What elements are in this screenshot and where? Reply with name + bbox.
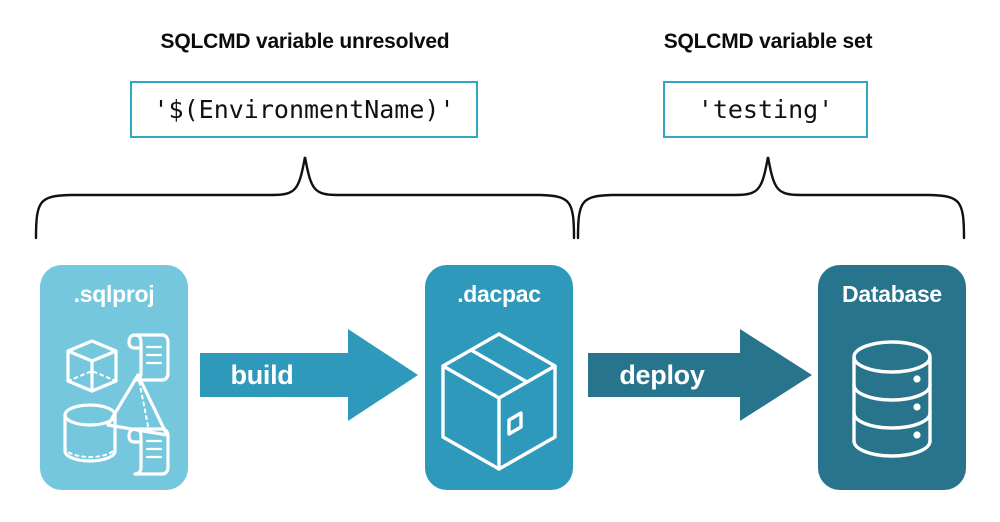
arrow-build: build	[200, 325, 418, 425]
stage-label-database: Database	[842, 281, 942, 307]
code-box-set-value: 'testing'	[663, 81, 868, 138]
database-cylinder-icon	[852, 340, 932, 458]
brace-left	[34, 156, 576, 240]
stage-label-dacpac: .dacpac	[457, 281, 541, 307]
stage-card-database: Database	[818, 265, 966, 490]
arrow-deploy: deploy	[588, 325, 812, 425]
brace-right	[576, 156, 966, 240]
stage-card-sqlproj: .sqlproj	[40, 265, 188, 490]
database-artwork	[852, 340, 932, 458]
code-box-unresolved-value: '$(EnvironmentName)'	[130, 81, 478, 138]
sqlproj-artwork	[63, 333, 170, 476]
arrow-deploy-shape	[588, 329, 812, 421]
package-box-icon	[441, 332, 557, 471]
group-heading-unresolved: SQLCMD variable unresolved	[160, 30, 450, 53]
cylinder-icon	[63, 403, 117, 463]
arrow-build-shape	[200, 329, 418, 421]
stage-card-dacpac: .dacpac	[425, 265, 573, 490]
scroll-icon	[127, 333, 170, 382]
scroll-icon	[127, 427, 170, 476]
pyramid-icon	[106, 373, 169, 437]
group-heading-set: SQLCMD variable set	[663, 30, 873, 53]
cube-icon	[66, 339, 118, 393]
dacpac-artwork	[441, 332, 557, 471]
stage-label-sqlproj: .sqlproj	[73, 281, 155, 307]
